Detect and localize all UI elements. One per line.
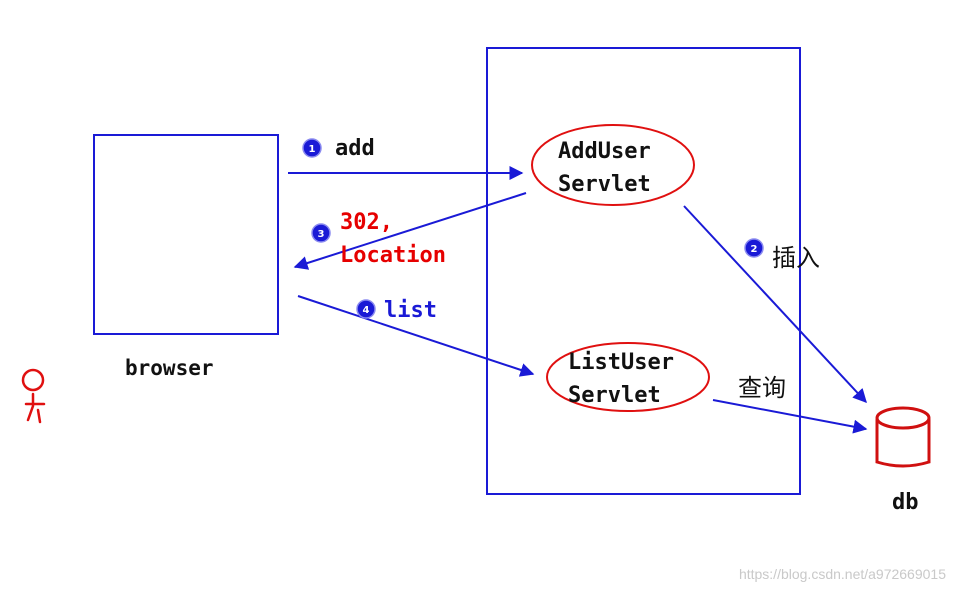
browser-label: browser xyxy=(125,356,214,380)
watermark: https://blog.csdn.net/a972669015 xyxy=(739,566,946,582)
step-3-badge: 3 xyxy=(311,223,331,243)
step-1-label: add xyxy=(335,136,375,161)
step-2-label: 插入 xyxy=(772,244,820,272)
svg-text:1: 1 xyxy=(309,144,316,155)
list-user-servlet-label-line2: Servlet xyxy=(568,383,661,408)
arrow-query xyxy=(712,399,868,434)
user-icon xyxy=(21,368,46,424)
list-user-servlet-node xyxy=(546,342,710,412)
arrow-insert xyxy=(683,205,867,404)
step-3-label-line1: 302, xyxy=(340,210,393,235)
database-icon xyxy=(875,406,931,468)
step-2-badge: 2 xyxy=(744,238,764,258)
db-label: db xyxy=(892,490,919,515)
step-4-label: list xyxy=(384,298,437,323)
step-4-badge: 4 xyxy=(356,299,376,319)
server-container-box xyxy=(486,47,801,495)
arrow-list xyxy=(297,295,535,377)
arrow-redirect xyxy=(293,192,527,270)
list-user-servlet-label-line1: ListUser xyxy=(568,350,674,375)
add-user-servlet-label-line1: AddUser xyxy=(558,139,651,164)
browser-box xyxy=(93,134,279,335)
step-1-badge: 1 xyxy=(302,138,322,158)
svg-text:2: 2 xyxy=(751,244,758,255)
step-3-label-line2: Location xyxy=(340,243,446,268)
add-user-servlet-label-line2: Servlet xyxy=(558,172,651,197)
query-label: 查询 xyxy=(738,374,786,402)
svg-text:4: 4 xyxy=(363,305,370,316)
add-user-servlet-node xyxy=(531,124,695,206)
svg-text:3: 3 xyxy=(318,229,325,240)
